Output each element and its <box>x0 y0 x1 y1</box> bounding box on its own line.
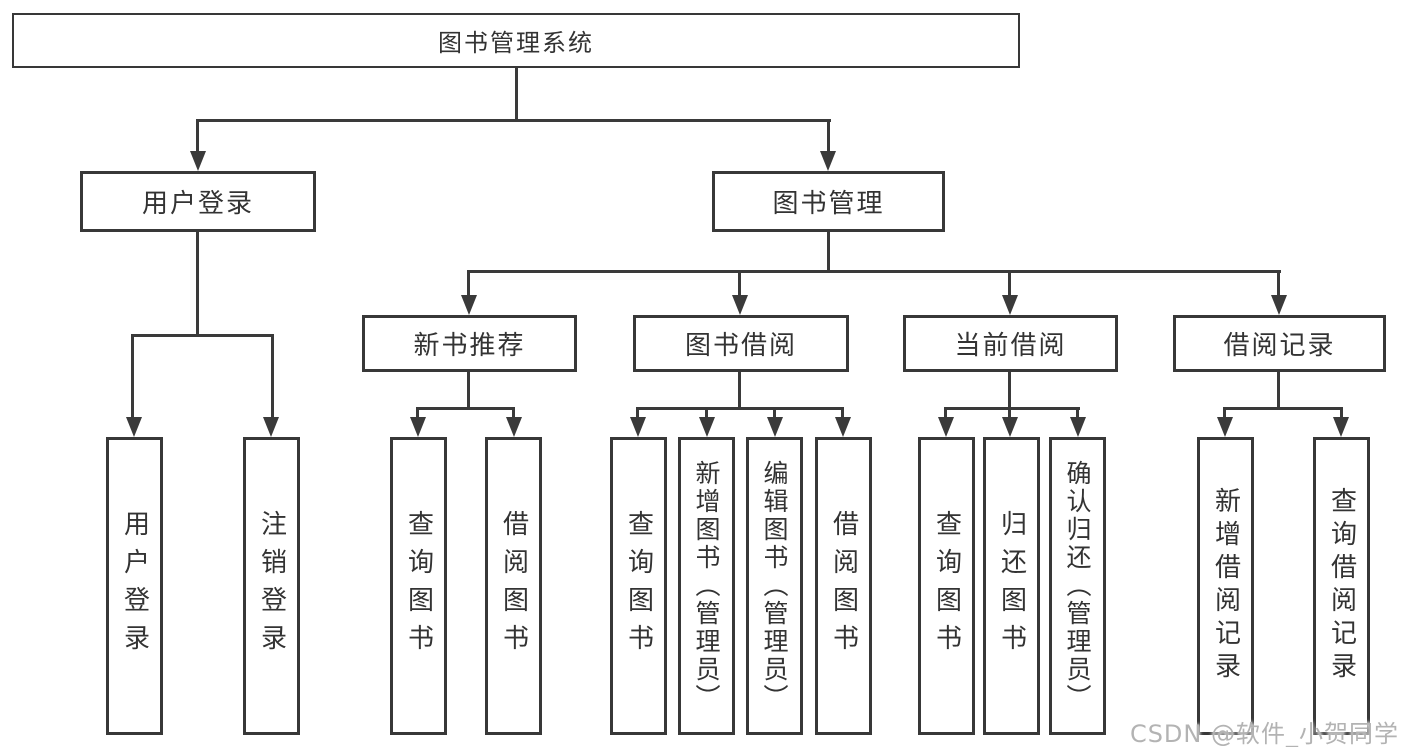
node-label: 图书管理 <box>772 189 885 219</box>
connector-drop-user-login <box>196 119 199 155</box>
node-library-management-system: 图书管理系统 <box>12 13 1020 68</box>
node-borrow-records: 借阅记录 <box>1173 315 1386 372</box>
leaf-query-borrow-record: 查询借阅记录 <box>1313 437 1370 735</box>
connector-drop-book-borrow <box>738 270 741 298</box>
leaf-user-login: 用户登录 <box>106 437 163 735</box>
connector-drop-leaf <box>512 407 515 421</box>
connector-drop-leaf <box>705 407 708 421</box>
node-label: 图书管理系统 <box>438 29 594 57</box>
leaf-label: 编辑图书（管理员） <box>760 460 789 712</box>
leaf-logout: 注销登录 <box>243 437 300 735</box>
node-current-borrow: 当前借阅 <box>903 315 1118 372</box>
arrowhead-leaf <box>938 417 954 437</box>
connector-root-rail <box>196 119 831 122</box>
node-label: 图书借阅 <box>684 331 797 361</box>
connector-drop-leaf <box>944 407 947 421</box>
connector-drop-leaf <box>1008 407 1011 421</box>
leaf-label: 查询图书 <box>931 510 962 662</box>
arrowhead-current-borrow <box>1002 295 1018 315</box>
connector-drop-leaf <box>1340 407 1343 421</box>
node-label: 借阅记录 <box>1223 331 1336 361</box>
connector-drop-leaf <box>416 407 419 421</box>
leaf-label: 归还图书 <box>996 510 1027 662</box>
arrowhead-user-login <box>190 151 206 171</box>
node-new-book-recommend: 新书推荐 <box>362 315 577 372</box>
connector-drop-new-book-recommend <box>467 270 470 298</box>
leaf-query-books-borrow: 查询图书 <box>610 437 667 735</box>
node-book-management: 图书管理 <box>712 171 945 232</box>
connector-drop-leaf <box>271 334 274 419</box>
arrowhead-leaf <box>699 417 715 437</box>
connector-drop-book-management <box>827 119 830 155</box>
leaf-label: 新增借阅记录 <box>1210 487 1241 685</box>
arrowhead-leaf <box>630 417 646 437</box>
connector-rail <box>1223 407 1343 410</box>
leaf-add-books-admin: 新增图书（管理员） <box>678 437 735 735</box>
connector-rail <box>636 407 844 410</box>
connector-stem <box>1008 372 1011 410</box>
connector-drop-leaf <box>131 334 134 419</box>
connector-book-management-stem <box>827 232 830 273</box>
leaf-query-books-recommend: 查询图书 <box>390 437 447 735</box>
connector-stem <box>1277 372 1280 410</box>
leaf-label: 借阅图书 <box>828 510 859 662</box>
arrowhead-leaf <box>1333 417 1349 437</box>
node-label: 用户登录 <box>141 189 254 219</box>
leaf-label: 查询图书 <box>403 510 434 662</box>
connector-drop-leaf <box>1223 407 1226 421</box>
arrowhead-leaf <box>835 417 851 437</box>
connector-stem <box>738 372 741 410</box>
arrowhead-leaf <box>1070 417 1086 437</box>
csdn-watermark: CSDN @软件_小贺同学 <box>1129 720 1399 747</box>
arrowhead-leaf <box>506 417 522 437</box>
connector-rail <box>416 407 515 410</box>
node-label: 新书推荐 <box>413 331 526 361</box>
leaf-borrow-books-recommend: 借阅图书 <box>485 437 542 735</box>
connector-rail <box>944 407 1080 410</box>
connector-user-login-rail <box>131 334 274 337</box>
leaf-borrow-books: 借阅图书 <box>815 437 872 735</box>
leaf-edit-books-admin: 编辑图书（管理员） <box>746 437 803 735</box>
connector-drop-leaf <box>841 407 844 421</box>
leaf-confirm-return-admin: 确认归还（管理员） <box>1049 437 1106 735</box>
arrowhead-leaf <box>1217 417 1233 437</box>
connector-user-login-stem <box>196 232 199 337</box>
connector-stem <box>467 372 470 410</box>
leaf-label: 新增图书（管理员） <box>692 460 721 712</box>
connector-drop-leaf <box>636 407 639 421</box>
leaf-label: 查询借阅记录 <box>1326 487 1357 685</box>
leaf-label: 注销登录 <box>256 510 287 662</box>
node-book-borrow: 图书借阅 <box>633 315 849 372</box>
arrowhead-book-borrow <box>732 295 748 315</box>
node-label: 当前借阅 <box>954 331 1067 361</box>
connector-drop-borrow-records <box>1277 270 1280 298</box>
leaf-label: 查询图书 <box>623 510 654 662</box>
arrowhead-leaf <box>1002 417 1018 437</box>
connector-root-stem <box>515 68 518 122</box>
node-user-login: 用户登录 <box>80 171 316 232</box>
arrowhead-leaf <box>410 417 426 437</box>
arrowhead-leaf <box>767 417 783 437</box>
leaf-add-borrow-record: 新增借阅记录 <box>1197 437 1254 735</box>
leaf-label: 用户登录 <box>119 510 150 662</box>
leaf-label: 确认归还（管理员） <box>1063 460 1092 712</box>
arrowhead-borrow-records <box>1271 295 1287 315</box>
connector-book-management-rail <box>467 270 1281 273</box>
arrowhead-new-book-recommend <box>461 295 477 315</box>
arrowhead-leaf <box>126 417 142 437</box>
connector-drop-leaf <box>773 407 776 421</box>
leaf-label: 借阅图书 <box>498 510 529 662</box>
connector-drop-current-borrow <box>1008 270 1011 298</box>
connector-drop-leaf <box>1076 407 1079 421</box>
arrowhead-leaf <box>263 417 279 437</box>
arrowhead-book-management <box>820 151 836 171</box>
leaf-query-books-current: 查询图书 <box>918 437 975 735</box>
leaf-return-books: 归还图书 <box>983 437 1040 735</box>
